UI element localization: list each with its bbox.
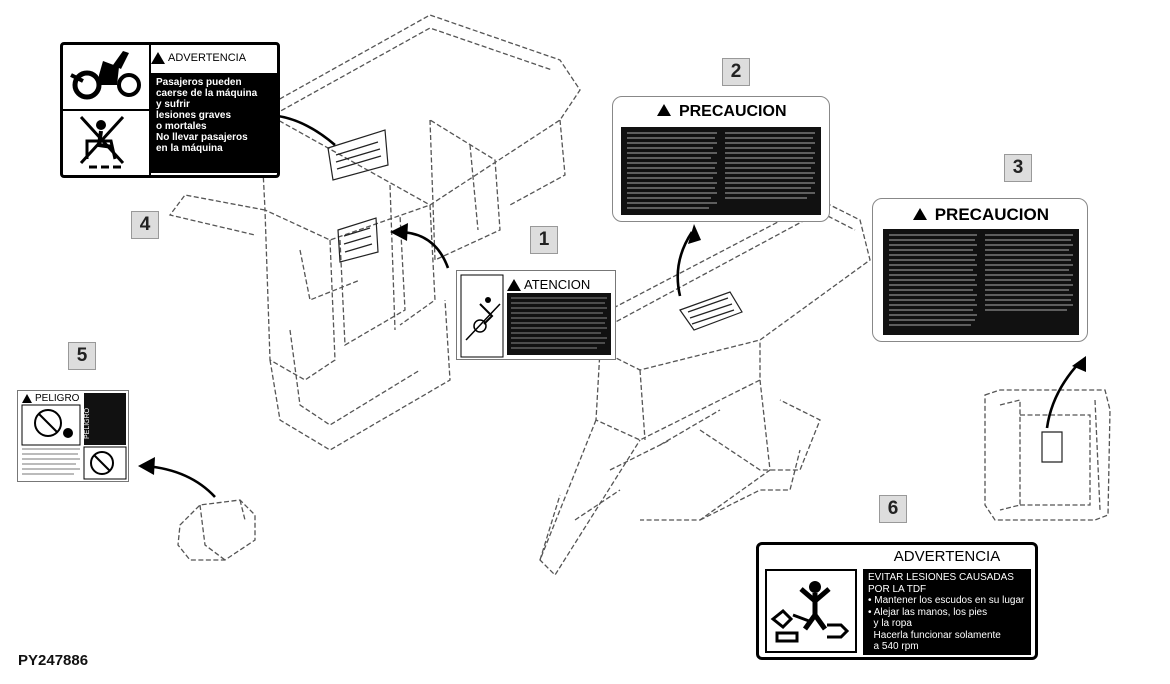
- decal-5-peligro: PELIGRO PELIGRO: [17, 390, 129, 482]
- decal-6-line: EVITAR LESIONES CAUSADAS: [868, 572, 1014, 583]
- decal-3-signal-word: PRECAUCION: [934, 205, 1050, 224]
- warning-icon: [151, 52, 165, 64]
- decal-2-signal-word: PRECAUCION: [678, 103, 787, 120]
- decal-3-precaucion: PRECAUCION: [872, 198, 1088, 342]
- decal-5-vertical-signal: PELIGRO: [84, 407, 91, 439]
- decal-6-signal-word: ADVERTENCIA: [893, 548, 1001, 565]
- decal-4-line: caerse de la máquina: [156, 88, 258, 99]
- callout-1: 1: [530, 226, 558, 254]
- decal-1-atencion: ATENCION: [456, 270, 616, 360]
- decal-4-pictograms: [63, 45, 151, 175]
- rollover-icon: [460, 274, 504, 358]
- callout-3: 3: [1004, 154, 1032, 182]
- decal-6-line: Hacerla funcionar solamente: [868, 629, 1001, 641]
- decal-3-header: PRECAUCION: [873, 205, 1089, 225]
- decal-2-text-block: [621, 127, 821, 215]
- decal-4-line: Pasajeros pueden: [156, 77, 242, 88]
- decal-6-line: • Mantener los escudos en su lugar: [868, 595, 1025, 606]
- decal-4-advertencia: ADVERTENCIA Pasajeros pueden caerse de l…: [60, 42, 280, 178]
- decal-6-line: y la ropa: [868, 618, 912, 629]
- decal-4-line: y sufrir: [156, 99, 190, 110]
- decal-1-text-block: [507, 293, 611, 355]
- tractor-icon: [70, 51, 141, 100]
- decal-4-message: Pasajeros pueden caerse de la máquina y …: [151, 73, 277, 173]
- decal-1-signal-word: ATENCION: [524, 277, 591, 292]
- callout-6: 6: [879, 495, 907, 523]
- decal-3-text-block: [883, 229, 1079, 335]
- decal-5-signal-word: PELIGRO: [35, 393, 80, 404]
- warning-icon: [657, 104, 672, 116]
- decal-1-header: ATENCION: [507, 277, 613, 292]
- pto-entanglement-icon: [765, 569, 857, 653]
- decal-4-line: No llevar pasajeros: [156, 132, 248, 143]
- decal-6-line: • Alejar las manos, los pies: [868, 606, 988, 618]
- decal-2-fine-print: [627, 132, 815, 209]
- decal-2-precaucion: PRECAUCION: [612, 96, 830, 222]
- no-passenger-icon: [79, 115, 125, 169]
- decal-4-line: o mortales: [156, 121, 207, 132]
- decal-6-line: a 540 rpm: [868, 641, 919, 652]
- callout-2: 2: [722, 58, 750, 86]
- figure-reference-code: PY247886: [18, 652, 89, 669]
- decal-6-message: EVITAR LESIONES CAUSADAS POR LA TDF • Ma…: [863, 569, 1031, 655]
- decal-4-line: lesiones graves: [156, 110, 232, 121]
- decal-6-advertencia: ADVERTENCIA EVITAR LESIONES CAUSADAS POR…: [756, 542, 1038, 660]
- decal-2-header: PRECAUCION: [613, 103, 831, 121]
- decal-6-line: POR LA TDF: [868, 583, 927, 595]
- decal-5-header: PELIGRO: [22, 393, 79, 404]
- warning-icon: [22, 394, 32, 403]
- decal-1-fine-print: [511, 297, 607, 349]
- decal-3-fine-print: [889, 234, 1073, 326]
- decal-5-pictograms: [21, 393, 127, 480]
- decal-4-signal-word: ADVERTENCIA: [168, 52, 247, 64]
- callout-4: 4: [131, 211, 159, 239]
- warning-icon: [912, 208, 927, 220]
- callout-5: 5: [68, 342, 96, 370]
- decal-4-header: ADVERTENCIA: [151, 47, 277, 69]
- decal-4-line: en la máquina: [156, 143, 223, 154]
- warning-icon: [507, 278, 521, 291]
